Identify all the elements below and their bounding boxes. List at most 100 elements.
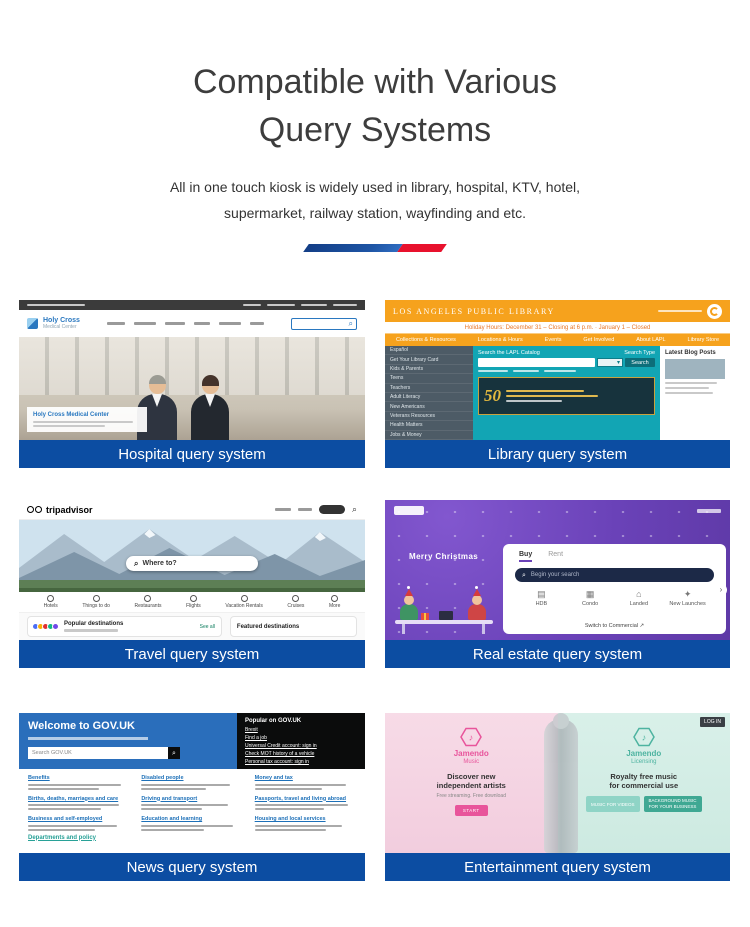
category-landed[interactable]: ⌂Landed [629, 589, 649, 608]
chevron-right-icon: › [719, 585, 723, 594]
property-categories[interactable]: ▤HDB ▦Condo ⌂Landed ✦New Launches [515, 589, 714, 608]
govuk-category[interactable]: Money and tax [254, 775, 356, 790]
music-subtext: Free streaming. Free download [436, 793, 506, 799]
library-nav-item[interactable]: Library Store [687, 337, 720, 343]
card-caption-news: News query system [19, 853, 365, 881]
departments-heading[interactable]: Departments and policy [28, 834, 97, 841]
library-sidebar-item[interactable]: Teens [385, 374, 473, 384]
govuk-category[interactable]: Passports, travel and living abroad [254, 796, 356, 810]
library-sidebar-item[interactable]: Adult Literacy [385, 393, 473, 403]
travel-header-nav[interactable]: ⌕ [97, 505, 357, 514]
illustration-person [399, 586, 419, 620]
card-caption-library: Library query system [385, 440, 730, 468]
govuk-search-button[interactable]: ⌕ [168, 747, 180, 759]
govuk-category[interactable]: Disabled people [141, 775, 242, 790]
subtitle-line-2: supermarket, railway station, wayfinding… [224, 205, 526, 221]
jamendo-licensing-half: ♪ Jamendo Licensing Royalty free music f… [557, 713, 730, 853]
featured-destinations-card[interactable]: Featured destinations [229, 616, 357, 637]
travel-category[interactable]: Hotels [44, 595, 58, 609]
popular-link[interactable]: Find a job [245, 735, 267, 741]
flat-icon: ▤ [537, 589, 546, 599]
realestate-search-bar[interactable]: ⌕ Begin your search [515, 568, 714, 582]
travel-category[interactable]: Restaurants [135, 595, 161, 609]
govuk-category[interactable]: Housing and local services [254, 816, 356, 831]
card-caption-realestate: Real estate query system [385, 640, 730, 668]
govuk-category[interactable]: Benefits [28, 775, 129, 790]
category-new-launches[interactable]: ✦New Launches [669, 589, 706, 608]
library-nav-item[interactable]: Locations & Hours [477, 337, 523, 343]
library-search-input[interactable] [478, 358, 595, 367]
realestate-signup-link[interactable] [697, 508, 721, 513]
library-nav-item[interactable]: Collections & Resources [395, 337, 456, 343]
library-search-type-select[interactable]: ▾ [597, 358, 623, 367]
travel-category[interactable]: Cruises [287, 595, 304, 609]
library-search-type-label: Search Type [624, 350, 655, 356]
popular-destinations-heading: Popular destinations [64, 621, 124, 627]
library-seal-icon [707, 303, 722, 319]
hospital-photo: Holy Cross Medical Center [19, 337, 365, 440]
login-button[interactable]: LOG IN [700, 717, 725, 727]
library-sidebar-item[interactable]: Get Your Library Card [385, 355, 473, 365]
travel-destination-cards: Popular destinations See all Featured de… [19, 613, 365, 640]
library-nav-item[interactable]: Events [544, 337, 562, 343]
popular-link[interactable]: Universal Credit account: sign in [245, 743, 317, 749]
category-hdb[interactable]: ▤HDB [535, 589, 548, 608]
library-sidebar-item[interactable]: Español [385, 346, 473, 356]
library-sidebar-item[interactable]: Teachers [385, 384, 473, 394]
library-quick-links[interactable] [478, 370, 655, 372]
destination-dots-icon [32, 623, 59, 630]
hospital-nav[interactable] [85, 322, 286, 325]
promo-number: 50 [484, 386, 501, 405]
buy-rent-tabs[interactable]: Buy Rent [515, 551, 714, 562]
music-start-button[interactable]: START [454, 805, 488, 816]
blog-thumbnail[interactable] [665, 359, 725, 379]
travel-category[interactable]: Vacation Rentals [225, 595, 263, 609]
library-sidebar-item[interactable]: Kids & Parents [385, 365, 473, 375]
library-sidebar-item[interactable]: Veterans Resources [385, 412, 473, 422]
library-nav[interactable]: Collections & Resources Locations & Hour… [385, 333, 730, 346]
library-search-button[interactable]: Search [625, 358, 655, 367]
govuk-category[interactable]: Business and self-employed [28, 816, 129, 831]
library-sidebar-item[interactable]: Jobs & Money [385, 431, 473, 440]
background-music-button[interactable]: BACKGROUND MUSIC FOR YOUR BUSINESS [643, 796, 702, 812]
library-sidebar-item[interactable]: Health Matters [385, 421, 473, 431]
music-brand: Jamendo [453, 749, 489, 758]
featured-destinations-heading: Featured destinations [236, 623, 300, 630]
popular-link[interactable]: Brexit [245, 727, 258, 733]
popular-link[interactable]: Personal tax account: sign in [245, 759, 309, 765]
popular-heading: Popular on GOV.UK [245, 718, 302, 724]
divider-blue-segment [303, 244, 403, 252]
travel-category[interactable]: More [329, 595, 340, 609]
search-icon[interactable]: ⌕ [351, 504, 357, 514]
travel-search-box[interactable]: ⌕ Where to? [126, 556, 258, 571]
govuk-category[interactable]: Education and learning [141, 816, 242, 831]
chevron-right-button[interactable]: › [715, 584, 727, 596]
govuk-search[interactable]: Search GOV.UK ⌕ [28, 747, 180, 759]
travel-header: tripadvisor ⌕ [19, 500, 365, 520]
search-icon: ⌕ [134, 558, 139, 568]
library-sidebar[interactable]: Español Get Your Library Card Kids & Par… [385, 346, 473, 440]
category-condo[interactable]: ▦Condo [582, 589, 599, 608]
tab-rent[interactable]: Rent [548, 551, 564, 558]
tab-buy[interactable]: Buy [519, 551, 533, 562]
popular-link[interactable]: Check MOT history of a vehicle [245, 751, 315, 757]
govuk-category[interactable]: Driving and transport [141, 796, 242, 810]
travel-category-row[interactable]: Hotels Things to do Restaurants Flights … [19, 592, 365, 613]
music-for-videos-button[interactable]: MUSIC FOR VIDEOS [585, 796, 640, 812]
travel-category[interactable]: Flights [186, 595, 201, 609]
library-main: Search the LAPL Catalog Search Type ▾ Se… [473, 346, 660, 440]
library-brand: LOS ANGELES PUBLIC LIBRARY [393, 306, 555, 316]
hospital-search-box[interactable]: ⌕ [291, 317, 357, 330]
library-topbar: LOS ANGELES PUBLIC LIBRARY [385, 300, 730, 322]
see-all-link[interactable]: See all [199, 623, 215, 630]
news-screenshot: Welcome to GOV.UK Search GOV.UK ⌕ Popula… [19, 713, 365, 853]
travel-join-button[interactable] [318, 505, 345, 514]
library-nav-item[interactable]: Get Involved [583, 337, 615, 343]
travel-category[interactable]: Things to do [82, 595, 110, 609]
popular-destinations-card[interactable]: Popular destinations See all [27, 616, 222, 637]
govuk-search-input[interactable]: Search GOV.UK [28, 747, 168, 759]
govuk-category[interactable]: Births, deaths, marriages and care [28, 796, 129, 810]
switch-to-commercial-link[interactable]: Switch to Commercial ↗ [584, 623, 645, 629]
library-sidebar-item[interactable]: New Americans [385, 402, 473, 412]
library-nav-item[interactable]: About LAPL [636, 337, 666, 343]
